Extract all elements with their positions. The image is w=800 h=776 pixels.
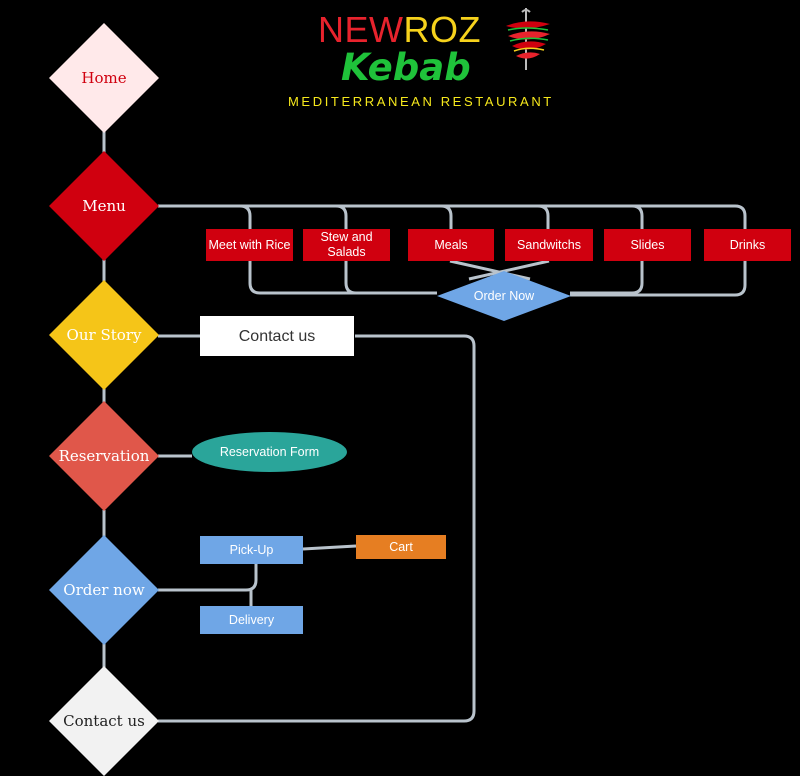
- nav-contact-label: Contact us: [63, 712, 145, 730]
- menu-item-meals[interactable]: Meals: [408, 229, 494, 261]
- menu-item-stew-and-salads[interactable]: Stew and Salads: [303, 229, 390, 261]
- order-option-cart[interactable]: Cart: [356, 535, 446, 559]
- nav-menu-diamond[interactable]: Menu: [49, 151, 159, 261]
- nav-our-story-diamond[interactable]: Our Story: [49, 280, 159, 390]
- logo-tagline: MEDITERRANEAN RESTAURANT: [288, 94, 554, 109]
- nav-order-now-diamond[interactable]: Order now: [49, 535, 159, 645]
- logo-wordmark[interactable]: NEWROZ: [318, 10, 481, 50]
- order-option-delivery[interactable]: Delivery: [200, 606, 303, 634]
- order-option-pickup[interactable]: Pick-Up: [200, 536, 303, 564]
- nav-home-diamond[interactable]: Home: [49, 23, 159, 133]
- menu-order-now-label: Order Now: [473, 289, 535, 303]
- logo-kebab-text: Kebab: [341, 46, 471, 89]
- reservation-form-node[interactable]: Reservation Form: [192, 432, 347, 472]
- menu-item-drinks[interactable]: Drinks: [704, 229, 791, 261]
- logo-new-text: NEW: [318, 9, 404, 50]
- menu-item-sandwitchs[interactable]: Sandwitchs: [505, 229, 593, 261]
- nav-menu-label: Menu: [82, 197, 126, 215]
- nav-contact-diamond[interactable]: Contact us: [49, 666, 159, 776]
- nav-order-now-label: Order now: [63, 581, 145, 599]
- contact-us-box[interactable]: Contact us: [200, 316, 354, 356]
- menu-item-meet-with-rice[interactable]: Meet with Rice: [206, 229, 293, 261]
- nav-our-story-label: Our Story: [66, 326, 142, 344]
- logo-roz-text: ROZ: [403, 9, 481, 50]
- nav-home-label: Home: [81, 69, 127, 87]
- nav-reservation-label: Reservation: [58, 447, 150, 465]
- kebab-skewer-icon: [506, 8, 550, 70]
- menu-order-now-node[interactable]: Order Now: [437, 271, 571, 321]
- menu-item-slides[interactable]: Slides: [604, 229, 691, 261]
- nav-reservation-diamond[interactable]: Reservation: [49, 401, 159, 511]
